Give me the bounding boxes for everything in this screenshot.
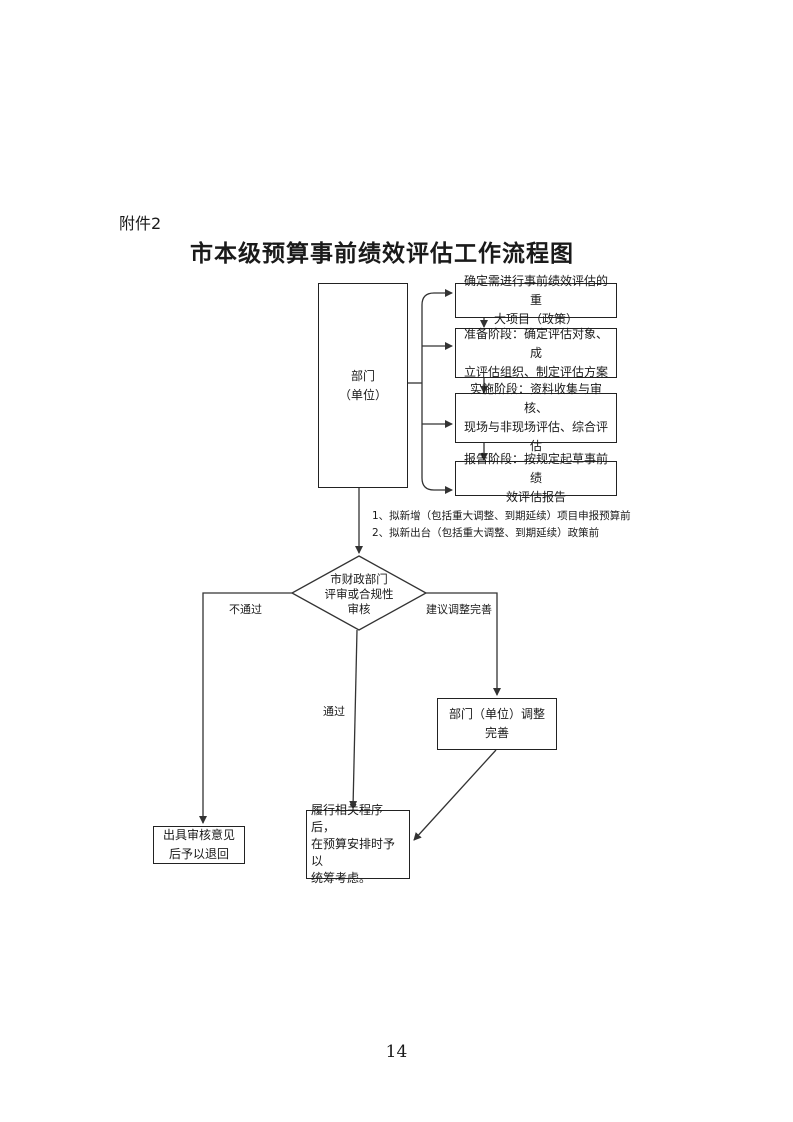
step-identify-box: 确定需进行事前绩效评估的重 大项目（政策） <box>455 274 617 326</box>
attachment-label: 附件2 <box>119 214 162 233</box>
adjust-box: 部门（单位）调整 完善 <box>437 698 557 750</box>
label-fail: 不通过 <box>229 603 262 616</box>
department-box: 部门 （单位） <box>318 283 408 488</box>
page-title: 市本级预算事前绩效评估工作流程图 <box>190 241 574 267</box>
label-pass: 通过 <box>323 705 345 718</box>
note-policy: 2、拟新出台（包括重大调整、到期延续）政策前 <box>372 527 600 539</box>
final-box: 履行相关程序后， 在预算安排时予以 统筹考虑。 <box>306 803 410 885</box>
step-implement-box: 实施阶段：资料收集与审核、 现场与非现场评估、综合评估 <box>455 382 617 453</box>
reject-box: 出具审核意见 后予以退回 <box>153 826 245 864</box>
label-suggest: 建议调整完善 <box>426 603 492 616</box>
decision-review: 市财政部门 评审或合规性 审核 <box>324 572 394 616</box>
step-prepare-box: 准备阶段：确定评估对象、成 立评估组织、制定评估方案 <box>455 327 617 379</box>
note-project: 1、拟新增（包括重大调整、到期延续）项目申报预算前 <box>372 510 631 522</box>
page-number: 14 <box>385 1042 408 1062</box>
step-report-box: 报告阶段：按规定起草事前绩 效评估报告 <box>455 452 617 504</box>
